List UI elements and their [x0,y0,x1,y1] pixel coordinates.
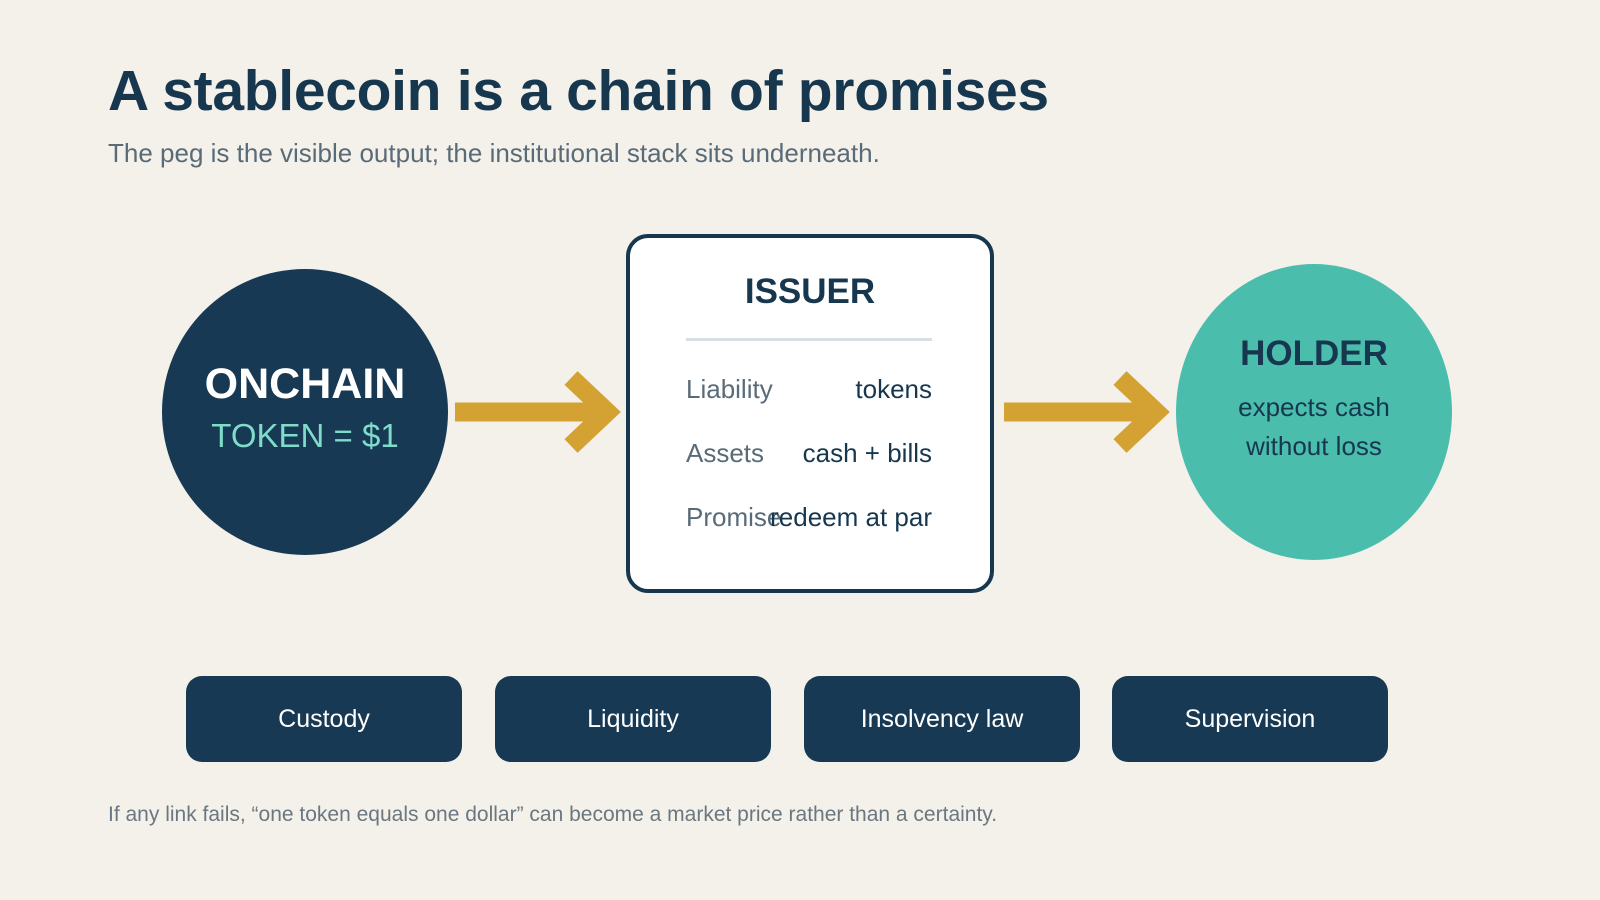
onchain-label: ONCHAIN [204,360,406,409]
issuer-title: ISSUER [744,272,876,311]
foundation-insolvency-law: Insolvency law [804,676,1080,762]
issuer-row-value: redeem at par [770,502,932,532]
issuer-row-value: tokens [855,374,932,404]
holder-description: expects cash without loss [1238,392,1390,461]
foundation-supervision: Supervision [1112,676,1388,762]
issuer-card: ISSUER Liability tokens Assets cash + bi… [626,234,994,593]
footnote: If any link fails, “one token equals one… [108,803,998,826]
onchain-token-value: TOKEN = $1 [211,416,399,454]
page-title: A stablecoin is a chain of promises [108,59,1049,123]
page-subtitle: The peg is the visible output; the insti… [108,138,880,168]
foundation-liquidity: Liquidity [495,676,771,762]
arrow-right-icon [455,371,621,453]
issuer-row-key: Assets [686,438,765,468]
onchain-node: ONCHAIN TOKEN = $1 [162,269,448,555]
issuer-row-promise: Promise redeem at par [686,502,932,536]
issuer-row-assets: Assets cash + bills [686,438,932,472]
foundation-custody: Custody [186,676,462,762]
issuer-row-value: cash + bills [802,438,932,468]
issuer-row-key: Liability [686,374,773,404]
holder-label: HOLDER [1240,334,1388,373]
holder-node: HOLDER expects cash without loss [1176,264,1452,560]
arrow-right-icon [1004,371,1170,453]
issuer-divider [686,338,932,341]
issuer-row-key: Promise [686,502,782,532]
issuer-row-liability: Liability tokens [686,374,932,408]
